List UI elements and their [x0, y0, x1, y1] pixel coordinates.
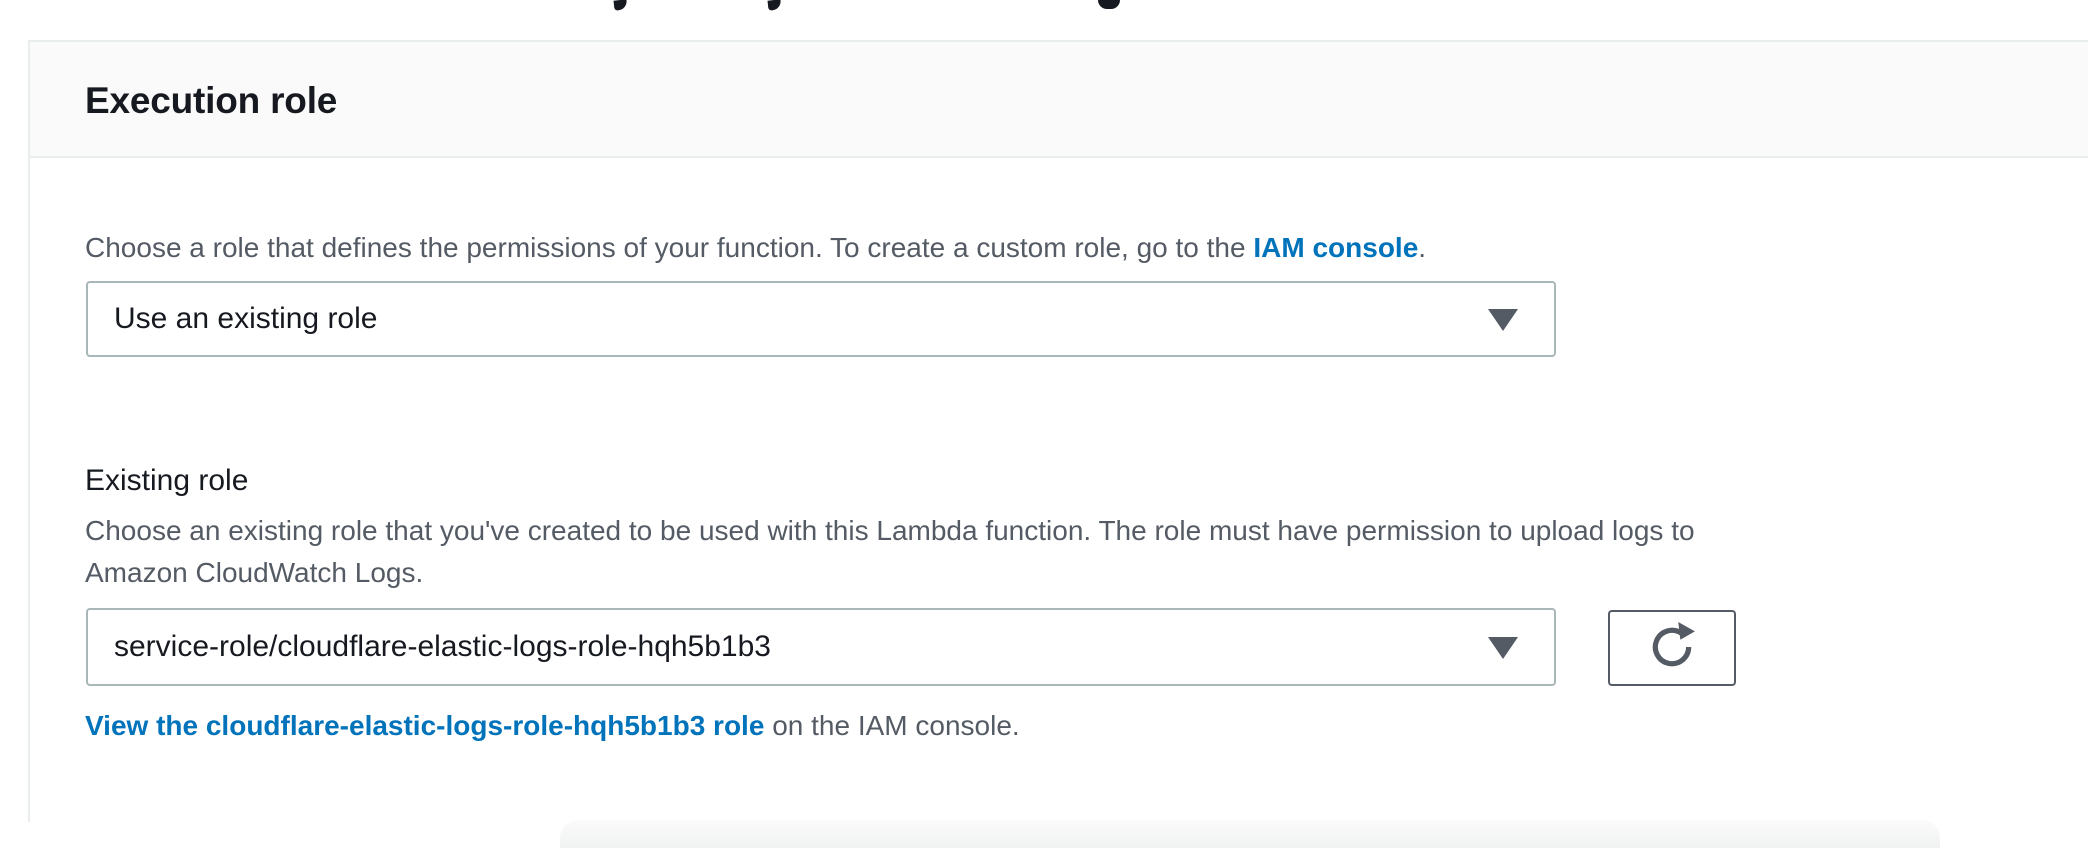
dropdown-arrow-icon: [1488, 309, 1518, 331]
panel-left-border: [28, 40, 30, 822]
role-source-dropdown[interactable]: Use an existing role: [86, 281, 1556, 357]
existing-role-label: Existing role: [85, 464, 249, 497]
refresh-roles-button[interactable]: [1608, 610, 1736, 686]
cropped-text-fragment: [767, 0, 782, 11]
view-role-link[interactable]: View the cloudflare-elastic-logs-role-hq…: [85, 710, 765, 741]
panel-title: Execution role: [85, 80, 338, 121]
next-section-top-edge: [560, 820, 1940, 848]
existing-role-description-line2: Amazon CloudWatch Logs.: [85, 557, 424, 588]
role-picker-description: Choose a role that defines the permissio…: [85, 228, 1426, 268]
role-picker-description-text: Choose a role that defines the permissio…: [85, 232, 1254, 263]
refresh-icon: [1647, 621, 1697, 675]
role-picker-description-period: .: [1418, 232, 1427, 263]
execution-role-panel-header: Execution role: [30, 40, 2088, 158]
existing-role-description: Choose an existing role that you've crea…: [85, 510, 1695, 594]
view-role-line: View the cloudflare-elastic-logs-role-hq…: [85, 706, 1020, 746]
existing-role-dropdown-value: service-role/cloudflare-elastic-logs-rol…: [114, 630, 771, 663]
cropped-text-fragment: [1098, 0, 1120, 9]
view-role-suffix: on the IAM console.: [764, 710, 1020, 741]
existing-role-dropdown[interactable]: service-role/cloudflare-elastic-logs-rol…: [86, 608, 1556, 686]
dropdown-arrow-icon: [1488, 637, 1518, 659]
cropped-text-fragment: [613, 0, 628, 11]
existing-role-description-line1: Choose an existing role that you've crea…: [85, 515, 1695, 546]
role-source-dropdown-value: Use an existing role: [114, 302, 378, 335]
iam-console-link[interactable]: IAM console: [1253, 232, 1419, 263]
